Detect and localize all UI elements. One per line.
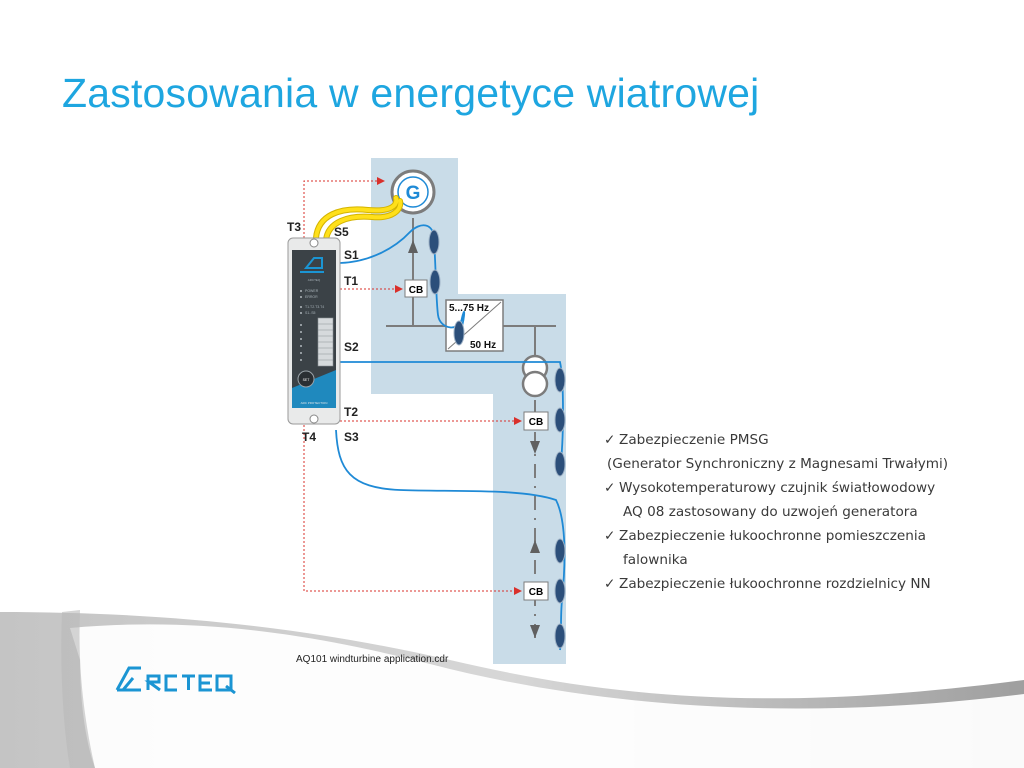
device-status-2: ERROR [305,295,318,299]
frequency-converter: 5...75 Hz 50 Hz [445,299,504,352]
feature-item-3-line-2: falownika [623,552,688,568]
terminal-t2: T2 [344,405,358,419]
terminal-s2: S2 [344,340,359,354]
flow-arrows [408,240,540,638]
converter-output-frequency: 50 Hz [470,340,496,351]
device-set-button: SET [303,378,311,382]
device-brand: ARCTEQ [308,278,321,282]
terminal-t3: T3 [287,220,301,234]
device-panel-label: ARC PROTECTION [301,401,328,405]
feature-item-1: ✓Zabezpieczenie PMSG [604,428,1019,452]
cb-label-1: CB [409,285,423,296]
feature-item-2: ✓Wysokotemperaturowy czujnik światłowodo… [604,476,1019,500]
terminal-t4: T4 [302,430,316,444]
check-icon: ✓ [604,576,616,592]
converter-input-frequency: 5...75 Hz [449,303,489,314]
feature-item-1-line-2: (Generator Synchroniczny z Magnesami Trw… [607,456,949,472]
device-status-1: POWER [305,289,319,293]
diagram-caption: AQ101 windturbine application.cdr [296,654,449,665]
terminal-s1: S1 [344,248,359,262]
feature-item-4: ✓Zabezpieczenie łukoochronne rozdzielnic… [604,572,1019,596]
page-title: Zastosowania w energetyce wiatrowej [62,70,760,116]
arc-sensors [428,229,566,649]
check-icon: ✓ [604,480,616,496]
cb-label-2: CB [529,417,543,428]
generator-label: G [406,183,421,204]
feature-list: ✓Zabezpieczenie PMSG (Generator Synchron… [604,428,1019,596]
terminal-s5: S5 [334,225,349,239]
circuit-breakers: CB CB CB [404,279,549,601]
terminal-labels: T3 S5 S1 T1 S2 T2 T4 S3 [287,220,359,444]
device-channel-1: T1.T2.T3.T4 [305,305,324,309]
check-icon: ✓ [604,432,616,448]
device-channel-2: S1..S5 [305,311,316,315]
feature-item-3: ✓Zabezpieczenie łukoochronne pomieszczen… [604,524,1019,548]
arcteq-logo [115,666,236,694]
cb-label-3: CB [529,587,543,598]
terminal-t1: T1 [344,274,358,288]
protection-relay-device: ARCTEQ POWER ERROR T1.T2.T3.T4 S1..S5 SE… [287,237,341,425]
feature-item-2-line-2: AQ 08 zastosowany do uzwojeń generatora [623,504,918,520]
temperature-fiber [313,195,404,243]
terminal-s3: S3 [344,430,359,444]
check-icon: ✓ [604,528,616,544]
trip-lines [303,177,522,595]
